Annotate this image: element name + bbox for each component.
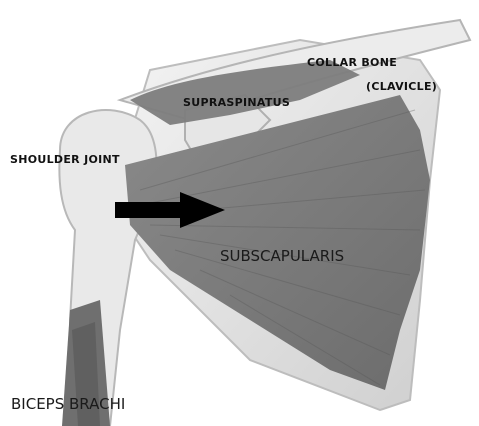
label-collar-bone: COLLAR BONE xyxy=(307,56,397,69)
label-biceps-brachi: BICEPS BRACHI xyxy=(11,395,125,413)
label-shoulder-joint: SHOULDER JOINT xyxy=(10,153,120,166)
label-clavicle: (CLAVICLE) xyxy=(366,80,437,93)
label-supraspinatus: SUPRASPINATUS xyxy=(183,96,290,109)
label-subscapularis: SUBSCAPULARIS xyxy=(220,247,344,265)
